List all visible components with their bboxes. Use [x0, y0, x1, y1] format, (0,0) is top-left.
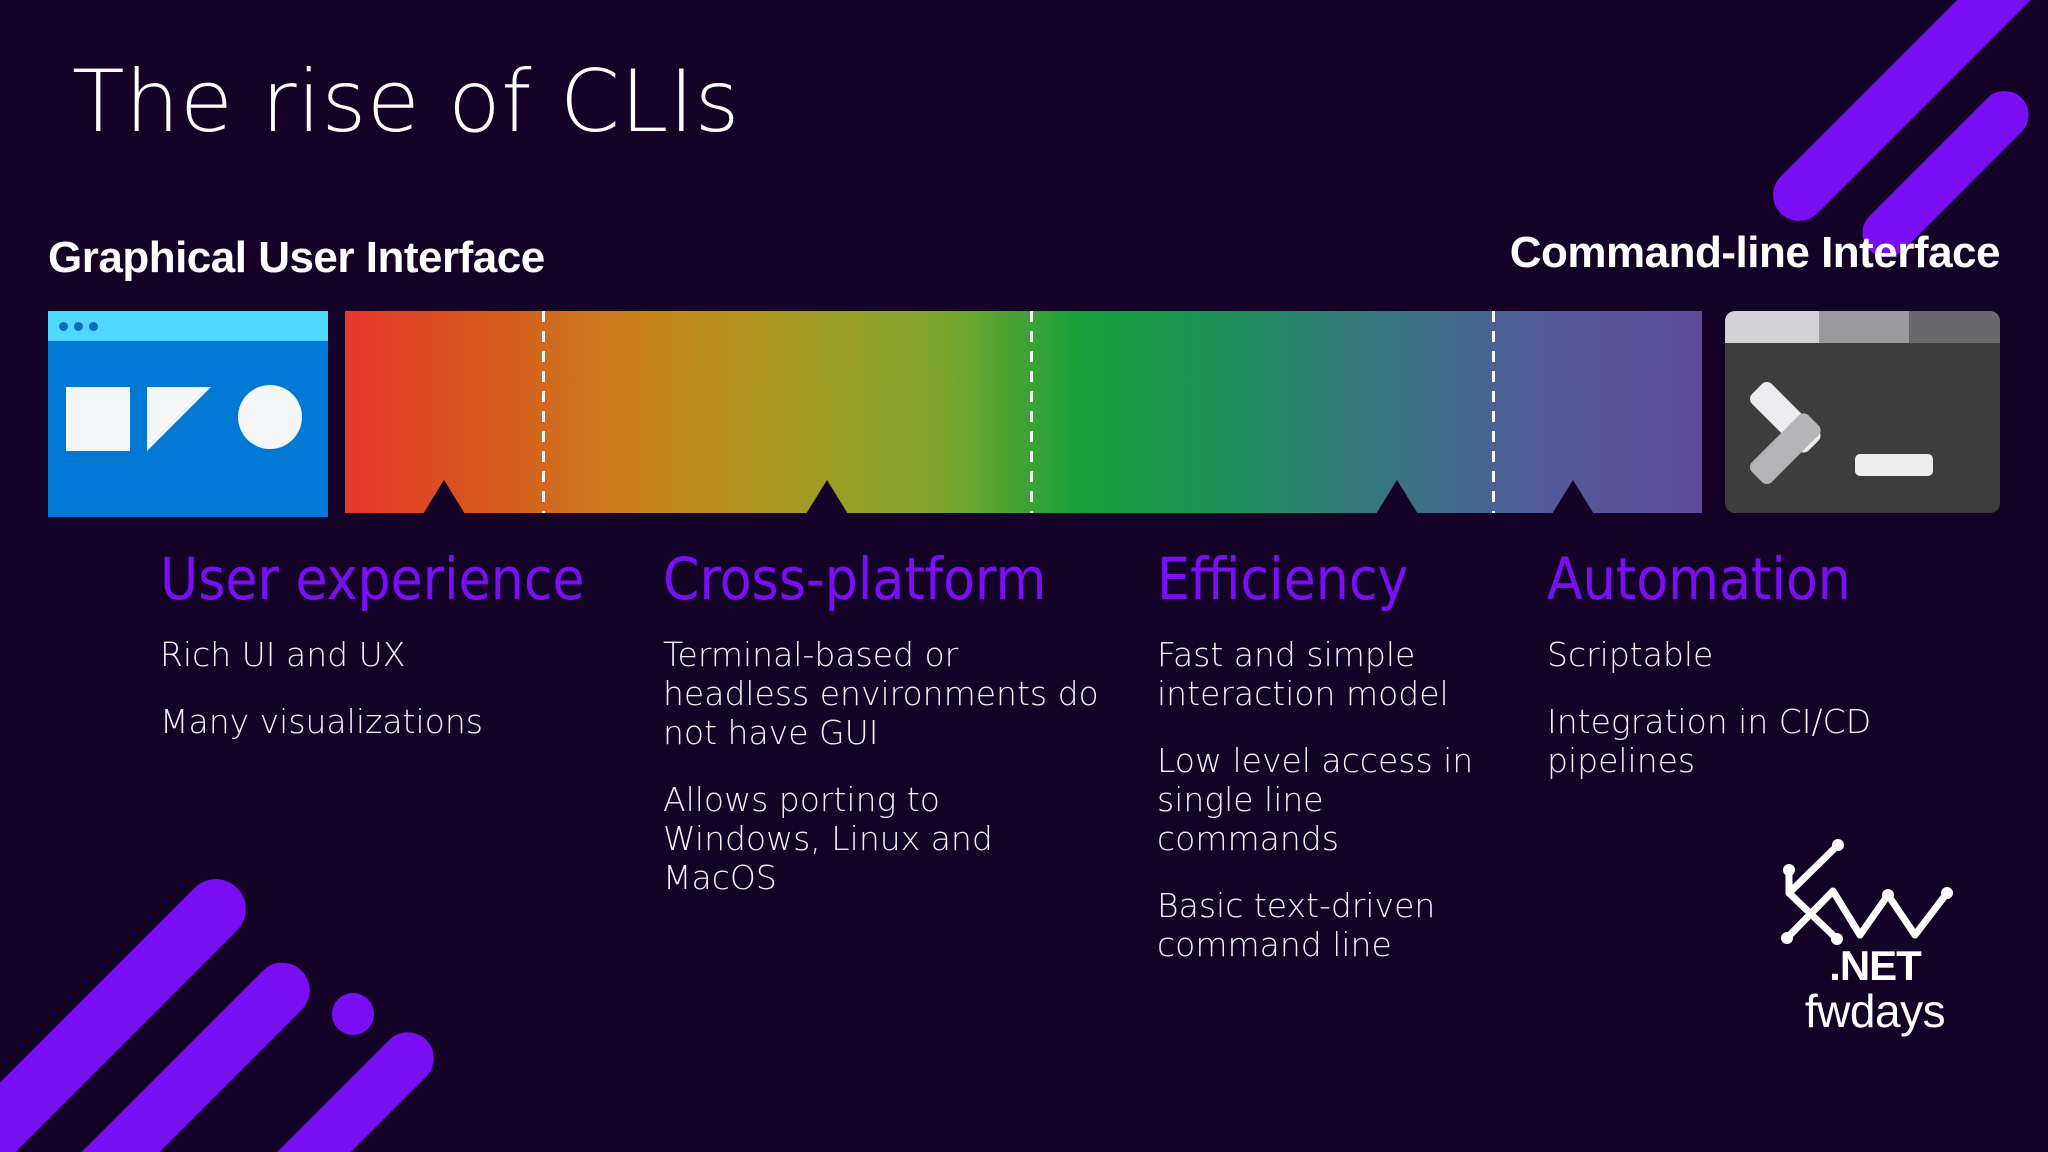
column-bullet: Terminal-based or headless environments … — [663, 635, 1099, 752]
spectrum-notch — [1375, 480, 1418, 514]
column-bullet: Many visualizations — [160, 701, 483, 741]
square-shape-icon — [66, 387, 130, 451]
feature-column-automation: Automation Scriptable Integration in CI/… — [1547, 550, 1947, 809]
gui-window-titlebar — [48, 311, 328, 341]
terminal-tab-segment — [1909, 311, 2000, 343]
fwdays-monogram-icon — [1781, 839, 1953, 945]
cli-endpoint-label: Command-line Interface — [1509, 228, 2001, 277]
column-heading: Cross-platform — [663, 545, 1047, 613]
terminal-prompt-icon — [1725, 311, 2000, 513]
column-bullet: Allows porting to Windows, Linux and Mac… — [663, 779, 993, 897]
column-bullet: Rich UI and UX — [160, 635, 406, 674]
terminal-tab-segment — [1818, 311, 1910, 343]
column-heading: Efficiency — [1157, 545, 1409, 613]
column-heading: User experience — [160, 545, 585, 613]
gui-endpoint-label: Graphical User Interface — [48, 233, 545, 282]
spectrum-notch — [1552, 480, 1595, 514]
decor-dot-bottom-left — [332, 993, 374, 1035]
column-bullet: Low level access in single line commands — [1157, 740, 1474, 858]
column-bullet: Fast and simple interaction model — [1157, 635, 1449, 713]
column-heading: Automation — [1547, 545, 1851, 613]
feature-column-user-experience: User experience Rich UI and UX Many visu… — [160, 550, 630, 770]
spectrum-divider — [1491, 311, 1495, 513]
fwdays-logo-name-text: fwdays — [1804, 984, 1946, 1037]
spectrum-divider — [1030, 311, 1034, 513]
column-bullet: Scriptable — [1547, 635, 1714, 674]
feature-column-efficiency: Efficiency Fast and simple interaction m… — [1157, 550, 1507, 993]
window-dot-icon — [89, 322, 98, 331]
column-bullet: Basic text-driven command line — [1157, 885, 1436, 964]
terminal-tab-segment — [1725, 311, 1819, 343]
feature-column-cross-platform: Cross-platform Terminal-based or headles… — [663, 550, 1103, 926]
spectrum-divider — [541, 311, 545, 513]
triangle-shape-icon — [147, 387, 211, 451]
fwdays-logo-dotnet-text: .NET — [1829, 942, 1922, 989]
spectrum-notch — [423, 480, 466, 514]
window-dot-icon — [74, 322, 83, 331]
column-bullet: Integration in CI/CD pipelines — [1547, 701, 1872, 780]
underscore-cursor-icon — [1855, 454, 1933, 476]
fwdays-logo: .NET fwdays — [1760, 835, 1990, 1035]
gui-to-cli-spectrum-bar — [345, 311, 1702, 514]
page-title: The rise of CLIs — [72, 52, 740, 152]
window-dot-icon — [59, 322, 68, 331]
spectrum-notch — [805, 480, 848, 514]
terminal-titlebar — [1725, 311, 2000, 343]
gui-window-icon — [48, 311, 328, 517]
circle-shape-icon — [238, 385, 302, 449]
